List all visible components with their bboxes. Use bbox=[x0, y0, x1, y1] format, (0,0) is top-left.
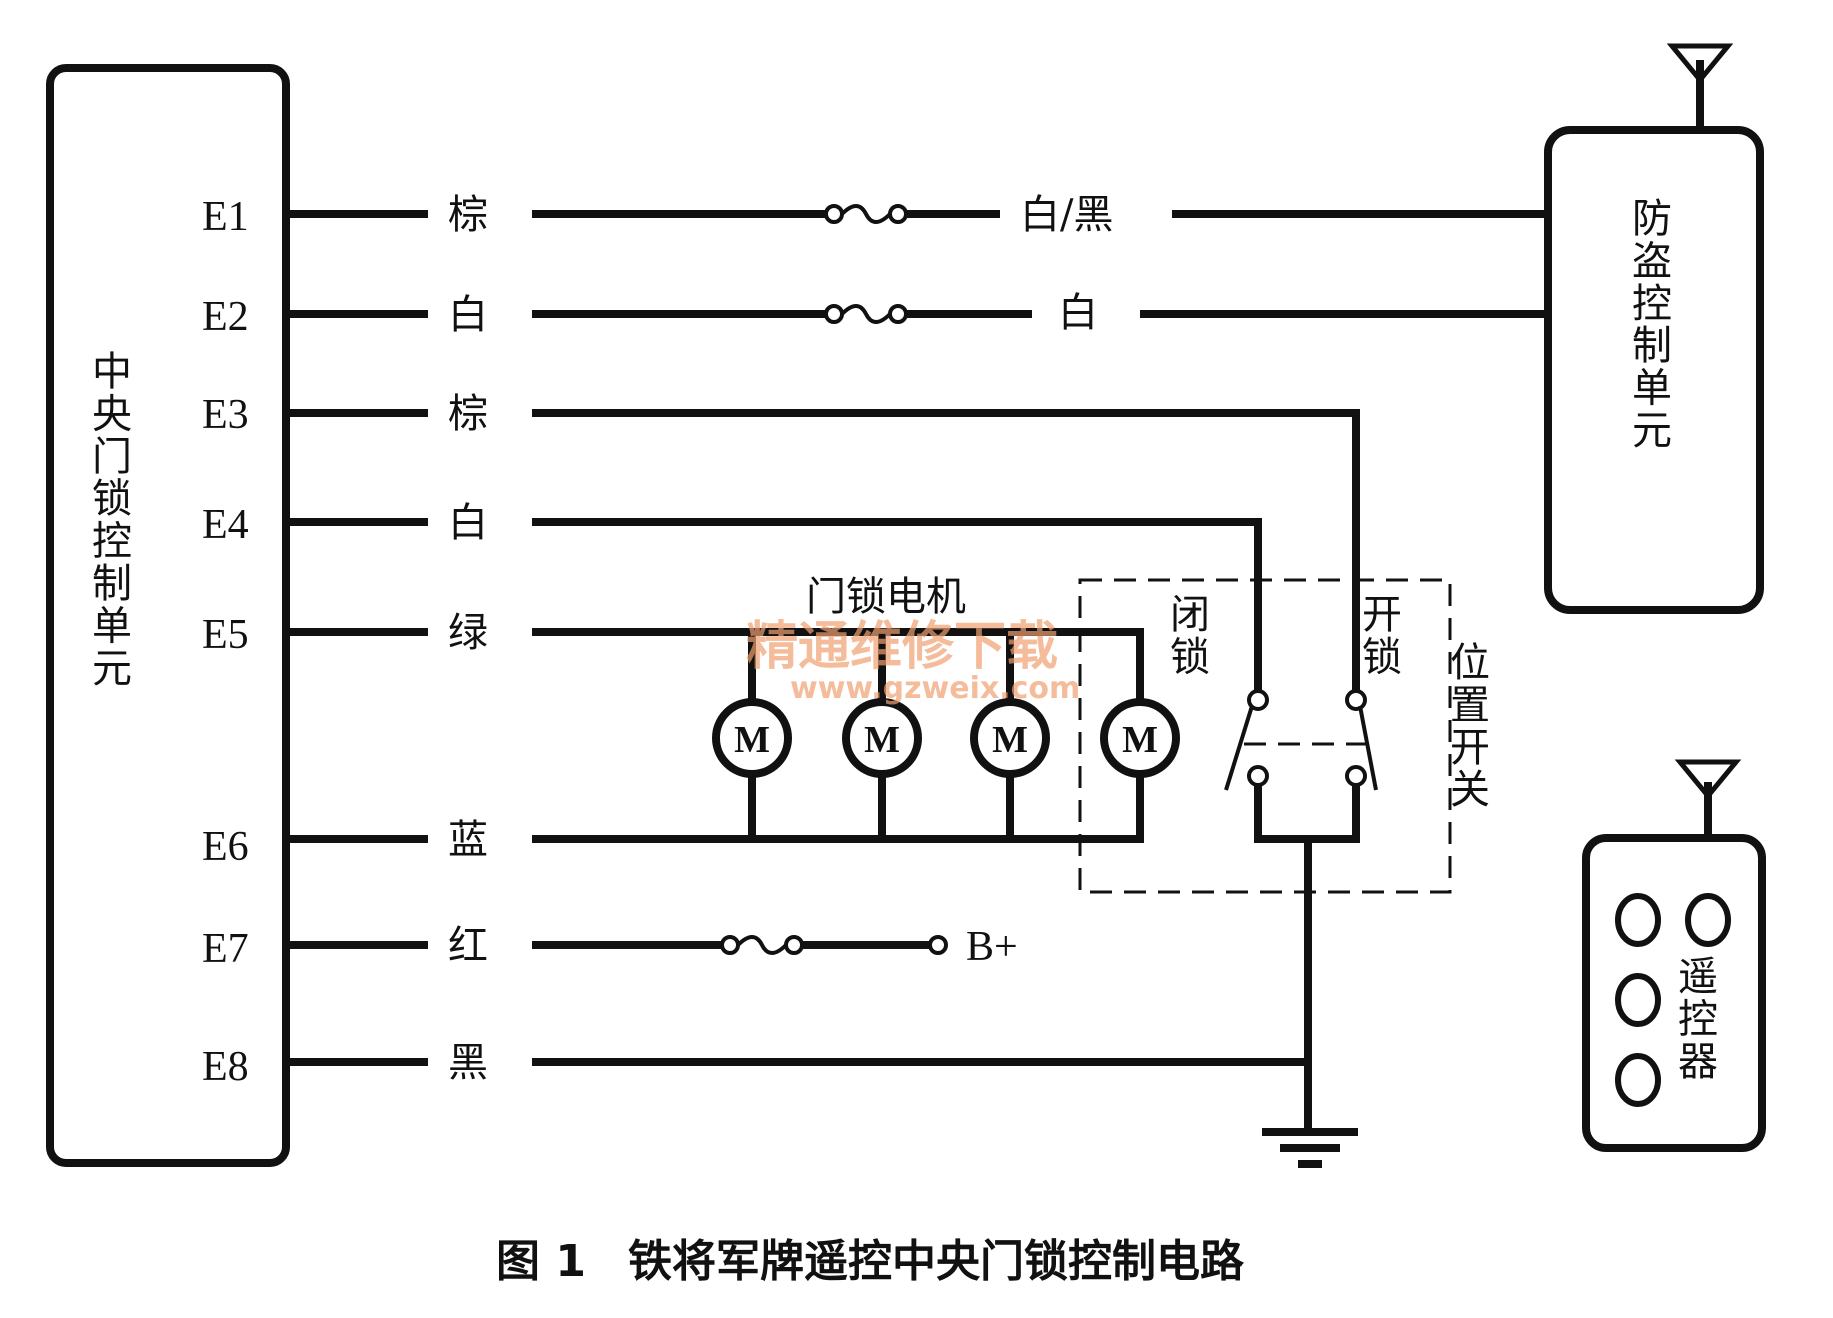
motor-group-label: 门锁电机 bbox=[806, 574, 966, 620]
wire-e4 bbox=[532, 518, 1262, 690]
remote-label: 遥控器 bbox=[1678, 954, 1718, 1085]
lock-switch-top-contact bbox=[1247, 689, 1269, 711]
wire-color-e1: 棕 bbox=[448, 192, 488, 238]
unlock-switch-top-contact bbox=[1345, 689, 1367, 711]
switch-common-wire bbox=[1254, 785, 1360, 843]
motor-2: M bbox=[842, 698, 922, 778]
lock-switch-bottom-contact bbox=[1247, 765, 1269, 787]
position-switch-box bbox=[1078, 578, 1452, 894]
wire-color-e3: 棕 bbox=[448, 391, 488, 437]
pin-label-e2: E2 bbox=[202, 294, 249, 340]
remote-button bbox=[1615, 893, 1661, 947]
motor-4: M bbox=[1100, 698, 1180, 778]
unlock-switch-bottom-contact bbox=[1345, 765, 1367, 787]
pin-label-e7: E7 bbox=[202, 926, 249, 972]
unlock-label: 开锁 bbox=[1362, 592, 1402, 680]
fuse-terminal bbox=[888, 204, 908, 224]
wire-color-e7: 红 bbox=[448, 923, 488, 969]
ground-icon bbox=[1262, 1128, 1358, 1168]
fuse-icon bbox=[736, 935, 788, 955]
battery-terminal bbox=[928, 935, 948, 955]
wire-color-e4: 白 bbox=[448, 500, 488, 546]
wire-e3 bbox=[532, 409, 1360, 690]
antitheft-box bbox=[1544, 126, 1764, 614]
watermark-url: www.gzweix.com bbox=[790, 671, 1080, 706]
fuse-terminal bbox=[824, 304, 844, 324]
remote-button bbox=[1615, 1053, 1661, 1107]
wire-color-e2: 白 bbox=[448, 292, 488, 338]
fuse-icon bbox=[840, 204, 892, 224]
wire-color-e5: 绿 bbox=[448, 610, 488, 656]
remote-antenna-icon bbox=[1674, 759, 1742, 800]
position-switch-label: 位置开关 bbox=[1450, 640, 1490, 813]
watermark-text: 精通维修下载 bbox=[746, 616, 1058, 677]
pin-label-e6: E6 bbox=[202, 824, 249, 870]
remote-button bbox=[1685, 893, 1731, 947]
svg-text:M: M bbox=[992, 719, 1028, 761]
fuse-terminal bbox=[824, 204, 844, 224]
wire-color-e8: 黑 bbox=[448, 1040, 488, 1086]
pin-label-e3: E3 bbox=[202, 392, 249, 438]
pin-label-e1: E1 bbox=[202, 194, 249, 240]
svg-text:M: M bbox=[864, 719, 900, 761]
fuse-terminal bbox=[888, 304, 908, 324]
remote-color-e1: 白/黑 bbox=[1020, 192, 1113, 238]
antitheft-label: 防盗控制单元 bbox=[1632, 196, 1672, 454]
remote-button bbox=[1615, 973, 1661, 1027]
remote-color-e2: 白 bbox=[1058, 290, 1098, 336]
motor-3: M bbox=[970, 698, 1050, 778]
caption-title: 铁将军牌遥控中央门锁控制电路 bbox=[628, 1236, 1245, 1287]
svg-text:M: M bbox=[734, 719, 770, 761]
fuse-terminal bbox=[720, 935, 740, 955]
pin-label-e8: E8 bbox=[202, 1044, 249, 1090]
antitheft-antenna-icon bbox=[1666, 43, 1734, 84]
caption-figure-number: 图 1 bbox=[496, 1236, 586, 1287]
wire-e5 bbox=[532, 628, 1144, 700]
pin-label-e5: E5 bbox=[202, 612, 249, 658]
battery-label: B+ bbox=[966, 924, 1018, 970]
ecu-label: 中央门锁控制单元 bbox=[92, 349, 132, 692]
fuse-icon bbox=[840, 304, 892, 324]
lock-switch-blade bbox=[1224, 705, 1254, 791]
wire-color-e6: 蓝 bbox=[448, 817, 488, 863]
svg-text:M: M bbox=[1122, 719, 1158, 761]
unlock-switch-blade bbox=[1358, 705, 1378, 791]
remote-box bbox=[1582, 834, 1766, 1152]
ecu-box bbox=[46, 64, 290, 1167]
pin-label-e4: E4 bbox=[202, 502, 249, 548]
motor-1: M bbox=[712, 698, 792, 778]
lock-label: 闭锁 bbox=[1170, 592, 1210, 680]
fuse-terminal bbox=[784, 935, 804, 955]
